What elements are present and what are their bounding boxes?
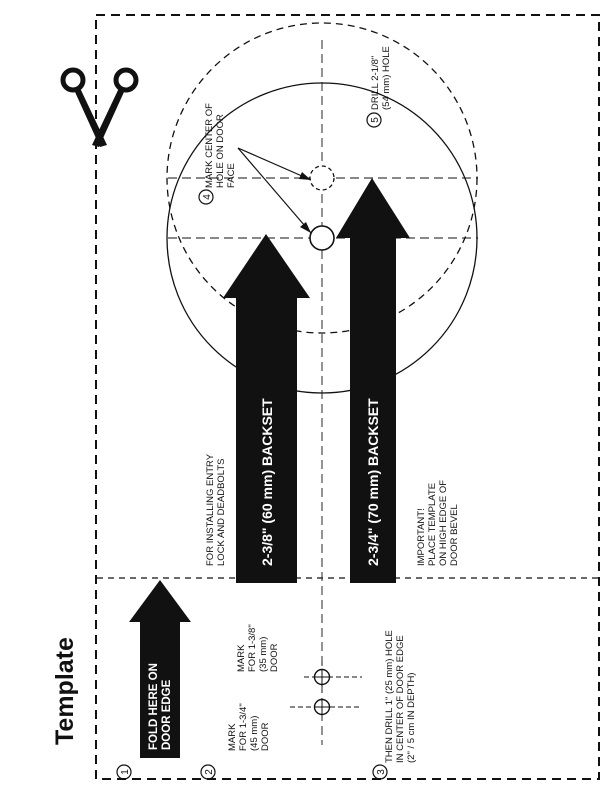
fold-arrow <box>129 580 191 758</box>
backset-70mm-label: 2-3/4" (70 mm) BACKSET <box>365 398 381 566</box>
svg-text:DOOR BEVEL: DOOR BEVEL <box>449 504 460 566</box>
svg-text:(2" / 5 cm IN DEPTH): (2" / 5 cm IN DEPTH) <box>406 673 417 763</box>
svg-text:DOOR: DOOR <box>260 722 271 751</box>
svg-text:FOR 1-3/4": FOR 1-3/4" <box>238 703 249 751</box>
svg-text:FACE: FACE <box>226 163 237 188</box>
svg-text:FOR 1-3/8": FOR 1-3/8" <box>247 624 258 672</box>
mark-face-label: MARK CENTER OF HOLE ON DOOR FACE <box>204 103 237 188</box>
svg-text:IMPORTANT!: IMPORTANT! <box>416 508 427 566</box>
backset-60mm-label: 2-3/8" (60 mm) BACKSET <box>259 398 275 566</box>
pointer-line-60mm <box>237 147 312 234</box>
scissors-icon <box>60 67 139 147</box>
page-title: Template <box>51 637 79 745</box>
drill-face-label: DRILL 2-1/8" (54 mm) HOLE <box>370 46 392 110</box>
svg-text:(54 mm) HOLE: (54 mm) HOLE <box>381 46 392 110</box>
svg-text:4: 4 <box>202 194 213 200</box>
center-mark-70mm <box>309 165 335 191</box>
svg-text:DRILL 2-1/8": DRILL 2-1/8" <box>370 56 381 110</box>
important-note: IMPORTANT! PLACE TEMPLATE ON HIGH EDGE O… <box>416 480 460 566</box>
svg-text:HOLE ON DOOR: HOLE ON DOOR <box>215 114 226 188</box>
svg-text:FOLD HERE ON: FOLD HERE ON <box>148 663 160 750</box>
svg-text:ON HIGH EDGE OF: ON HIGH EDGE OF <box>438 480 449 566</box>
svg-text:DOOR: DOOR <box>269 643 280 672</box>
step-5-number: 5 <box>366 112 382 128</box>
fold-label: FOLD HERE ON DOOR EDGE <box>148 663 173 750</box>
step-3-number: 3 <box>372 764 388 780</box>
svg-text:5: 5 <box>370 117 381 123</box>
drill-edge-label: THEN DRILL 1" (25 mm) HOLE IN CENTER OF … <box>384 630 417 763</box>
svg-text:(45 mm): (45 mm) <box>249 716 260 751</box>
center-mark-60mm <box>309 225 335 251</box>
step-1-number: 1 <box>116 764 132 780</box>
svg-text:3: 3 <box>376 769 387 775</box>
svg-text:MARK: MARK <box>227 723 238 751</box>
mark-45mm-label: MARK FOR 1-3/4" (45 mm) DOOR <box>227 703 271 751</box>
edge-mark-45mm <box>290 698 362 716</box>
mark-35mm-label: MARK FOR 1-3/8" (35 mm) DOOR <box>236 624 280 672</box>
svg-text:FOR INSTALLING ENTRY: FOR INSTALLING ENTRY <box>205 453 216 566</box>
svg-text:IN CENTER OF DOOR EDGE: IN CENTER OF DOOR EDGE <box>395 635 406 763</box>
svg-text:THEN DRILL 1" (25 mm) HOLE: THEN DRILL 1" (25 mm) HOLE <box>384 630 395 763</box>
entry-lock-note: FOR INSTALLING ENTRY LOCK AND DEADBOLTS <box>205 453 227 566</box>
cut-border <box>95 14 600 780</box>
svg-text:(35 mm): (35 mm) <box>258 637 269 672</box>
svg-text:PLACE TEMPLATE: PLACE TEMPLATE <box>427 483 438 566</box>
edge-mark-35mm <box>304 662 362 693</box>
svg-text:LOCK AND DEADBOLTS: LOCK AND DEADBOLTS <box>216 458 227 566</box>
svg-text:2: 2 <box>204 769 215 775</box>
svg-text:1: 1 <box>120 769 131 775</box>
step-4-number: 4 <box>198 189 214 205</box>
pointer-line-70mm <box>237 147 312 181</box>
backset-arrow-70mm <box>336 178 410 583</box>
svg-text:MARK: MARK <box>236 644 247 672</box>
pointer-head-60mm <box>300 222 311 233</box>
pointer-head-70mm <box>299 172 311 180</box>
step-2-number: 2 <box>200 764 216 780</box>
svg-text:MARK CENTER OF: MARK CENTER OF <box>204 103 215 188</box>
backset-arrow-60mm <box>223 234 310 583</box>
svg-text:DOOR EDGE: DOOR EDGE <box>161 679 173 750</box>
